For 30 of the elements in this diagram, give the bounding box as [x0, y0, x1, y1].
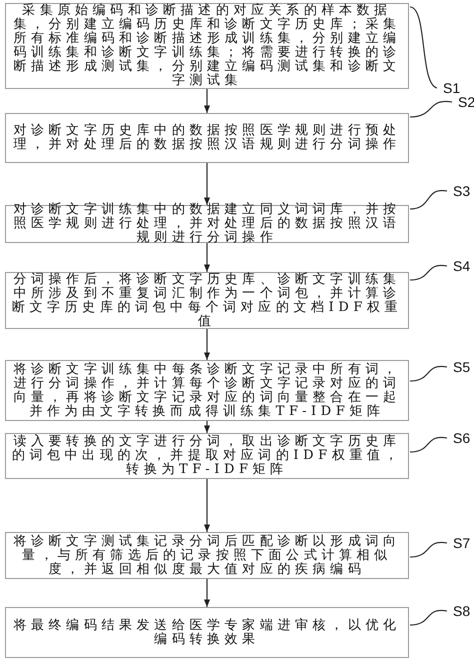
- leader-line: [410, 366, 448, 382]
- process-box: 对诊断文字历史库中的数据按照医学规则进行预处理，并对处理后的数据按照汉语规则进行分词操作: [5, 113, 409, 163]
- step-label: S4: [453, 258, 470, 274]
- arrow: [204, 421, 210, 433]
- leader-line: [410, 100, 452, 118]
- step-label: S6: [453, 430, 470, 446]
- step-label: S7: [453, 535, 470, 551]
- process-box: 分词操作后，将诊断文字历史库、诊断文字训练集中所涉及到不重复词汇制作为一个词包，并计算诊断文字历史库的词包中每个词对应的文档IDF权重值: [5, 272, 409, 329]
- arrow: [204, 479, 210, 532]
- leader-line: [410, 190, 448, 210]
- process-box: 读入要转换的文字进行分词，取出诊断文字历史库的词包中出现的次，并提取对应词的IDF权重值，转换为TF-IDF矩阵: [5, 433, 409, 479]
- leader-line: [410, 610, 448, 626]
- leader-line: [410, 542, 448, 558]
- process-box: 采集原始编码和诊断描述的对应关系的样本数据集，分别建立编码历史库和诊断文字历史库；采集所有标准编码和诊断描述形成训练集，分别建立编码训练集和诊断文字训练集；将需要进行转换的诊断描述形成测试集，分别建立编码测试集和诊断文字测试集: [5, 3, 409, 89]
- arrow: [204, 579, 210, 607]
- step-label: S8: [453, 603, 470, 619]
- arrow: [204, 163, 210, 205]
- process-box: 将最终编码结果发送给医学专家端进审核，以优化编码转换效果: [5, 607, 409, 658]
- process-box: 将诊断文字训练集中每条诊断文字记录中所有词，进行分词操作，并计算每个诊断文字记录对应的词向量，再将诊断文字记录对应的词向量整合在一起并作为由文字转换而成得训练集TF-IDF矩阵: [5, 360, 409, 421]
- leader-line: [410, 436, 448, 453]
- arrow: [204, 329, 210, 360]
- step-label: S2: [458, 94, 474, 110]
- leader-line: [410, 6, 438, 88]
- step-label: S1: [443, 80, 460, 96]
- arrow: [204, 243, 210, 272]
- step-label: S5: [453, 359, 470, 375]
- process-box: 将诊断文字测试集记录分词后匹配诊断以形成词向量，与所有筛选后的记录按照下面公式计算相似度，并返回相似度最大值对应的疾病编码: [5, 532, 409, 579]
- arrow: [204, 89, 210, 113]
- leader-line: [410, 264, 448, 281]
- step-label: S3: [453, 183, 470, 199]
